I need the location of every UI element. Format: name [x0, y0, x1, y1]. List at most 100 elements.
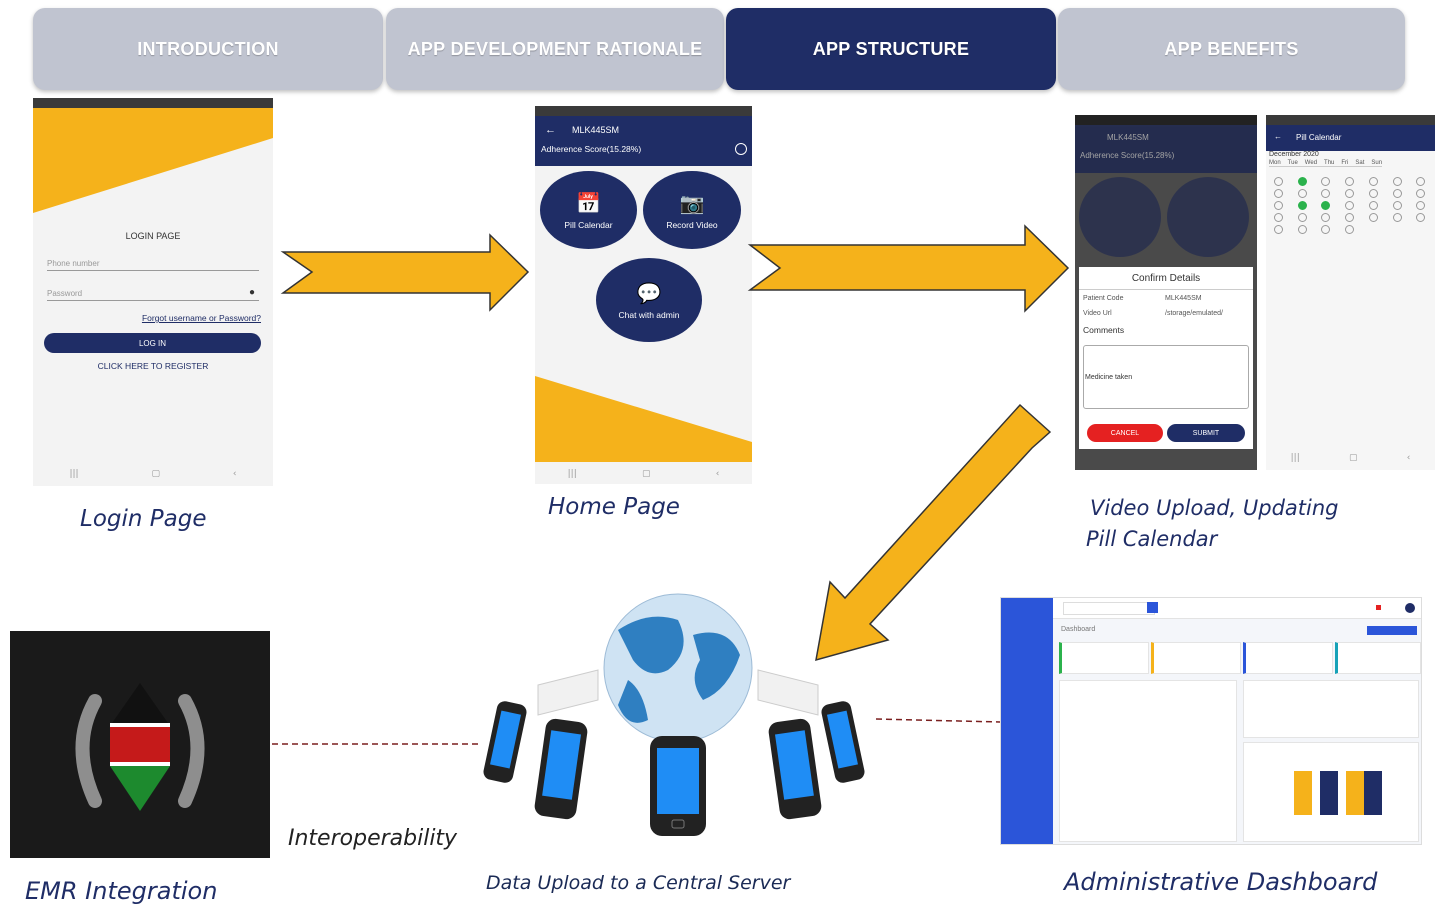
calendar-day-marker[interactable]	[1368, 177, 1378, 186]
chat-bubble-icon: 💬	[636, 282, 662, 305]
back-arrow-icon[interactable]: ←	[1274, 132, 1282, 141]
calendar-day-marker[interactable]	[1274, 177, 1283, 186]
dashboard-sidebar	[1001, 598, 1053, 844]
calendar-day-marker[interactable]	[1345, 201, 1355, 210]
pill-calendar-button[interactable]: 📅 Pill Calendar	[540, 171, 637, 249]
app-flow-thumb-1	[1294, 771, 1312, 815]
weekday-row: Mon Tue Wed Thu Fri Sat Sun	[1269, 160, 1383, 167]
pill-calendar-button-dim	[1079, 177, 1161, 257]
app-flow-thumb-4	[1364, 771, 1382, 815]
recents-icon[interactable]: |||	[1290, 453, 1300, 463]
notification-icon[interactable]	[1376, 605, 1381, 610]
weekday-thu: Thu	[1324, 160, 1335, 166]
calendar-day-marker[interactable]	[1368, 189, 1378, 198]
tab-app-structure[interactable]: APP STRUCTURE	[726, 8, 1056, 90]
tab-introduction[interactable]: INTRODUCTION	[33, 8, 383, 90]
calendar-day-marker[interactable]	[1345, 225, 1355, 234]
chat-admin-button[interactable]: 💬 Chat with admin	[596, 258, 702, 342]
calendar-day-marker[interactable]	[1345, 213, 1355, 222]
calendar-day-marker[interactable]	[1321, 201, 1331, 210]
home-icon[interactable]: ▢	[151, 469, 160, 479]
central-server-illustration	[483, 593, 865, 836]
search-icon[interactable]	[1147, 602, 1158, 613]
login-amber-banner	[33, 108, 273, 213]
login-button[interactable]: LOG IN	[44, 333, 261, 353]
calendar-icon: 📅	[576, 192, 601, 215]
tab-rationale-label: APP DEVELOPMENT RATIONALE	[407, 38, 703, 59]
dashboard-topbar	[1053, 598, 1421, 619]
home-icon[interactable]: ▢	[641, 469, 651, 479]
calendar-day-marker[interactable]	[1416, 213, 1426, 222]
calendar-day-marker[interactable]	[1368, 201, 1378, 210]
kenya-shield-logo	[75, 683, 205, 811]
android-nav-bar: ||| ▢ ‹	[33, 462, 273, 486]
pill-calendar-label: Pill Calendar	[564, 219, 613, 230]
recents-icon[interactable]: |||	[69, 469, 79, 479]
calendar-day-marker[interactable]	[1274, 201, 1283, 210]
calendar-day-marker[interactable]	[1392, 177, 1402, 186]
calendar-day-marker[interactable]	[1297, 177, 1307, 186]
camera-icon: 📷	[679, 192, 705, 215]
calendar-day-marker[interactable]	[1274, 189, 1283, 198]
tab-app-benefits[interactable]: APP BENEFITS	[1058, 8, 1405, 90]
arrow-login-to-home	[280, 233, 530, 312]
patient-id: MLK445SM	[1107, 133, 1149, 142]
calendar-day-marker[interactable]	[1416, 201, 1426, 210]
patient-code-label: Patient Code	[1083, 295, 1124, 302]
phone-icon-4	[768, 718, 822, 820]
weekday-sat: Sat	[1355, 160, 1365, 166]
record-video-button[interactable]: 📷 Record Video	[643, 171, 741, 249]
forgot-password-link[interactable]: Forgot username or Password?	[141, 313, 261, 323]
emr-logo-panel	[10, 631, 270, 858]
cancel-button[interactable]: CANCEL	[1087, 424, 1163, 442]
weekday-sun: Sun	[1371, 160, 1383, 166]
password-field[interactable]: Password ●	[47, 287, 259, 301]
stat-card-1	[1059, 642, 1149, 674]
generate-report-button[interactable]	[1367, 626, 1417, 635]
refresh-icon[interactable]	[735, 143, 747, 155]
phone-icon-3	[650, 736, 706, 836]
calendar-day-marker[interactable]	[1368, 213, 1378, 222]
back-icon[interactable]: ‹	[1406, 453, 1411, 463]
calendar-day-marker[interactable]	[1392, 201, 1402, 210]
dashboard-search-input[interactable]	[1063, 602, 1155, 615]
status-bar	[33, 98, 273, 108]
stat-card-3	[1243, 642, 1333, 674]
adherence-summary-card	[1243, 680, 1419, 738]
calendar-day-marker[interactable]	[1345, 189, 1355, 198]
calendar-day-marker[interactable]	[1392, 189, 1402, 198]
chat-admin-label: Chat with admin	[618, 309, 680, 320]
register-link[interactable]: CLICK HERE TO REGISTER	[97, 361, 209, 371]
avatar[interactable]	[1405, 603, 1415, 613]
patient-table-card	[1059, 680, 1237, 842]
calendar-day-marker[interactable]	[1321, 189, 1331, 198]
phone-icon-5	[821, 701, 865, 783]
calendar-day-marker[interactable]	[1392, 213, 1402, 222]
back-icon[interactable]: ‹	[232, 469, 237, 479]
home-icon[interactable]: ▢	[1348, 453, 1358, 463]
tab-benefits-label: APP BENEFITS	[1164, 38, 1299, 59]
calendar-day-marker[interactable]	[1297, 213, 1307, 222]
recents-icon[interactable]: |||	[567, 469, 577, 479]
comments-label: Comments	[1083, 325, 1125, 335]
submit-button[interactable]: SUBMIT	[1167, 424, 1245, 442]
comments-textarea[interactable]: Medicine taken	[1083, 345, 1249, 409]
back-icon[interactable]: ‹	[715, 469, 720, 479]
calendar-day-marker[interactable]	[1297, 225, 1307, 234]
calendar-day-marker[interactable]	[1274, 213, 1283, 222]
back-arrow-icon[interactable]: ←	[545, 124, 556, 136]
calendar-day-marker[interactable]	[1321, 225, 1331, 234]
tab-app-development-rationale[interactable]: APP DEVELOPMENT RATIONALE	[386, 8, 724, 90]
calendar-day-marker[interactable]	[1416, 177, 1426, 186]
caption-video-upload-line2: Pill Calendar	[1086, 527, 1218, 551]
calendar-day-marker[interactable]	[1274, 225, 1283, 234]
patient-id: MLK445SM	[572, 125, 620, 135]
calendar-day-marker[interactable]	[1416, 189, 1426, 198]
calendar-day-marker[interactable]	[1297, 189, 1307, 198]
calendar-day-marker[interactable]	[1321, 213, 1331, 222]
calendar-day-marker[interactable]	[1345, 177, 1355, 186]
calendar-day-marker[interactable]	[1297, 201, 1307, 210]
phone-number-field[interactable]: Phone number	[47, 259, 259, 271]
eye-icon[interactable]: ●	[248, 287, 255, 298]
calendar-day-marker[interactable]	[1321, 177, 1331, 186]
